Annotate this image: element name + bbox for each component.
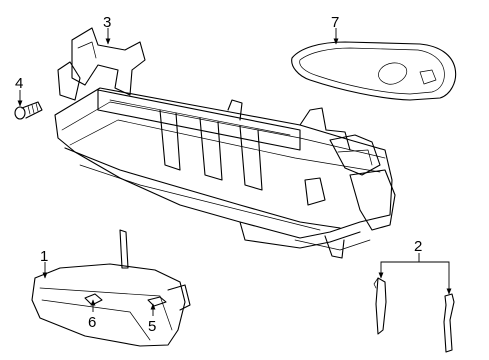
leader-lines — [17, 28, 452, 316]
callout-7: 7 — [331, 14, 339, 31]
part-2-brackets — [373, 277, 455, 353]
part-7-trim-panel — [291, 41, 457, 101]
callout-5: 5 — [148, 318, 156, 335]
callout-6: 6 — [88, 314, 96, 331]
part-1-headlamp — [31, 229, 191, 347]
part-4-bolt — [14, 101, 43, 120]
radiator-support-frame — [54, 27, 396, 259]
callout-1: 1 — [40, 248, 48, 265]
callout-3: 3 — [103, 14, 111, 31]
callout-4: 4 — [15, 75, 23, 92]
callout-2: 2 — [414, 238, 422, 255]
